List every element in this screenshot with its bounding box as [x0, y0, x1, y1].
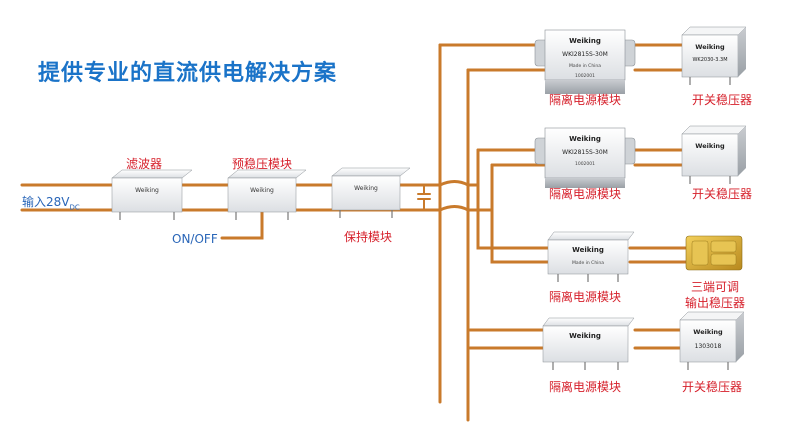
regulator-label-1: 开关稳压器	[691, 93, 753, 107]
branch-1	[438, 43, 547, 72]
regulator-label-4: 开关稳压器	[681, 380, 743, 394]
isolated-label-4: 隔离电源模块	[548, 380, 622, 394]
sw1-brand: Weiking	[695, 43, 725, 51]
sw1-model: WK2030-3.3M	[692, 57, 727, 63]
iso2-model: WKI2815S-30M	[562, 149, 608, 156]
adjustable-regulator	[685, 235, 743, 271]
input-label-text: 输入28V	[22, 195, 70, 209]
input-label-sub: DC	[69, 203, 80, 212]
isolated-module-4: Weiking	[542, 317, 635, 370]
out-4	[633, 328, 687, 350]
holdup-brand: Weiking	[354, 185, 378, 192]
isolated-label-1: 隔离电源模块	[548, 93, 622, 107]
preregulator-label: 预稳压模块	[231, 157, 293, 171]
holdup-module: Weiking	[331, 167, 411, 218]
filter-brand: Weiking	[135, 187, 159, 194]
crossover-3	[476, 183, 502, 264]
crossover-1	[438, 148, 480, 187]
crossover-2	[438, 163, 494, 212]
switching-regulator-1: Weiking WK2030-3.3M	[681, 26, 747, 85]
wiring	[20, 43, 692, 422]
regulator-label-3a: 三端可调	[690, 280, 740, 294]
isolated-label-3: 隔离电源模块	[548, 290, 622, 304]
iso1-made: Made in China	[569, 63, 601, 69]
iso3-brand: Weiking	[572, 246, 604, 254]
isolated-module-1: Weiking WKI2815S-30M Made in China 10020…	[534, 29, 636, 94]
isolated-label-2: 隔离电源模块	[548, 187, 622, 201]
switching-regulator-4: Weiking 1303018	[679, 311, 745, 370]
iso2-code: 1002001	[575, 161, 595, 167]
branch-2	[476, 148, 547, 167]
preregulator-module: Weiking	[227, 169, 307, 220]
regulator-label-2: 开关稳压器	[691, 187, 753, 201]
iso1-model: WKI2815S-30M	[562, 51, 608, 58]
filter-module: Weiking	[111, 169, 193, 220]
sw4-code: 1303018	[695, 343, 722, 350]
iso4-brand: Weiking	[569, 332, 601, 340]
out-1	[633, 43, 692, 72]
sw4-brand: Weiking	[693, 328, 723, 336]
switching-regulator-2: Weiking	[681, 125, 747, 184]
page-title: 提供专业的直流供电解决方案	[38, 61, 338, 86]
input-label: 输入28VDC	[22, 193, 80, 211]
isolated-module-3: Weiking Made in China	[547, 231, 635, 282]
prereg-brand: Weiking	[250, 187, 274, 194]
sw2-brand: Weiking	[695, 142, 725, 150]
out-2	[633, 148, 692, 167]
onoff-label: ON/OFF	[172, 232, 218, 246]
branch-4	[468, 328, 547, 350]
iso3-made: Made in China	[572, 260, 604, 266]
isolated-module-2: Weiking WKI2815S-30M 1002001	[534, 127, 636, 188]
out-3	[628, 246, 690, 264]
iso1-code: 1002001	[575, 73, 595, 79]
filter-label: 滤波器	[125, 157, 163, 171]
onoff-wire	[220, 203, 264, 240]
iso2-brand: Weiking	[569, 135, 601, 143]
capacitor-symbol	[417, 184, 431, 211]
regulator-label-3b: 输出稳压器	[684, 296, 746, 310]
branch-3	[484, 246, 552, 264]
holdup-label: 保持模块	[343, 230, 393, 244]
iso1-brand: Weiking	[569, 37, 601, 45]
